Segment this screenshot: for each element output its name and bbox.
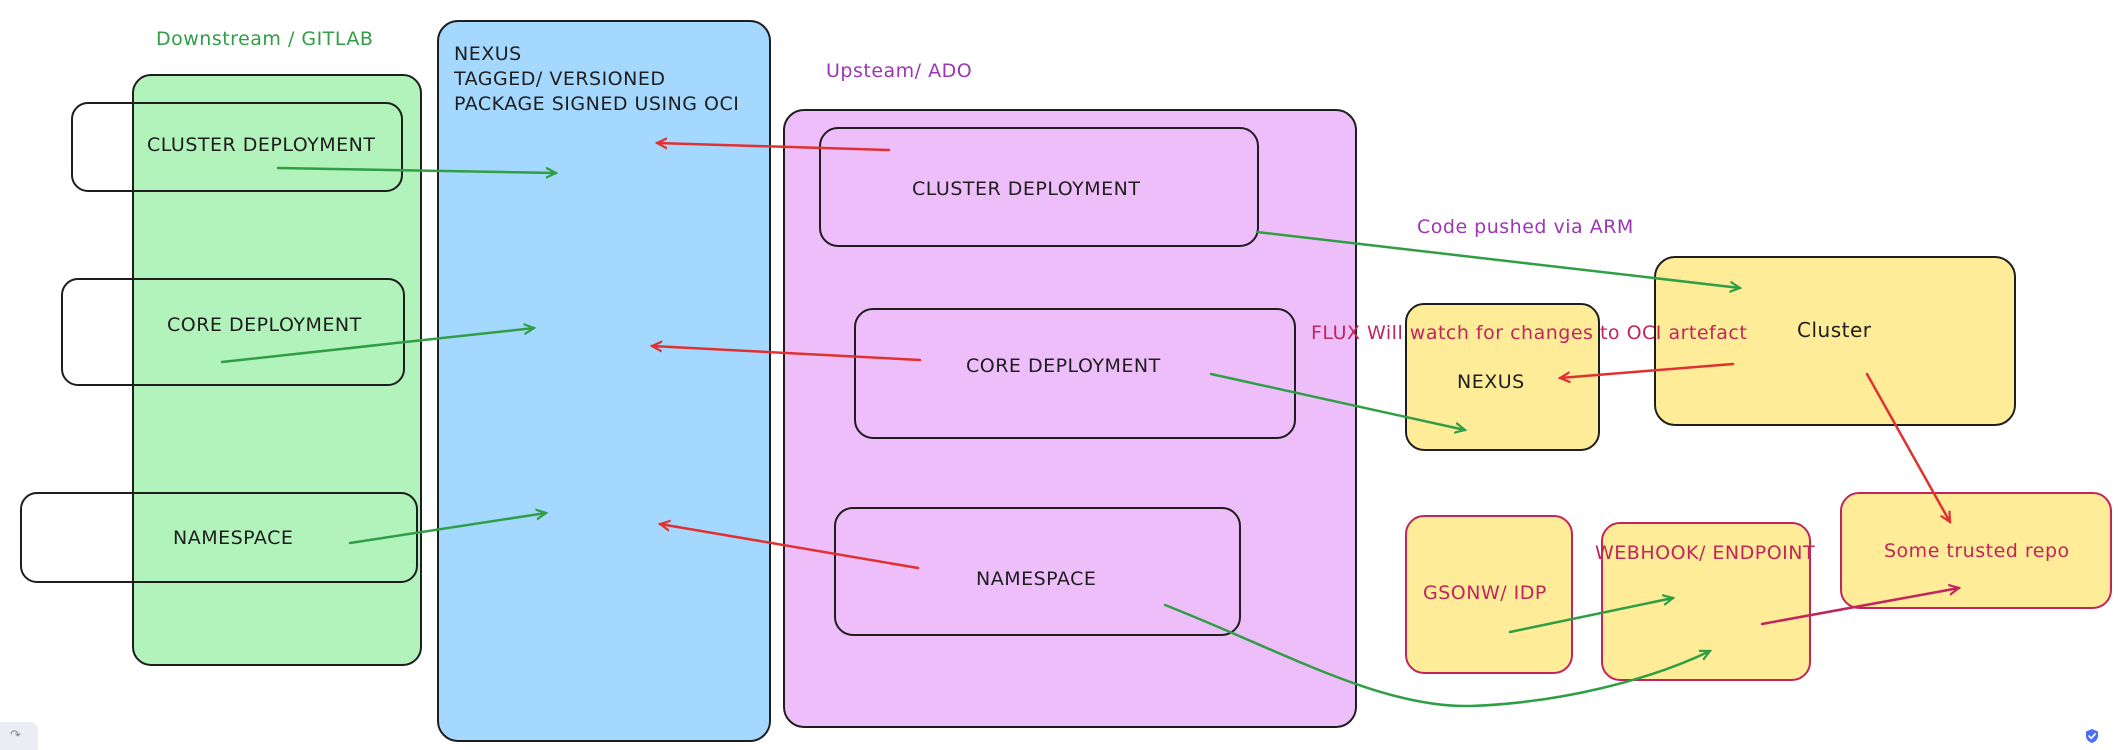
downstream-core-box[interactable] (61, 278, 405, 386)
code-pushed-note: Code pushed via ARM (1417, 216, 1634, 238)
webhook-endpoint-box[interactable] (1601, 522, 1811, 681)
arrow-us-namespace-to-webhook (1163, 603, 1710, 708)
nexus-repo-container[interactable] (437, 20, 771, 742)
shield-check-icon (2086, 729, 2098, 743)
upstream-namespace-box[interactable] (834, 507, 1241, 636)
downstream-cluster-box[interactable] (71, 102, 403, 192)
webhook-endpoint-label: WEBHOOK/ ENDPOINT (1595, 542, 1816, 564)
downstream-namespace-label: NAMESPACE (173, 527, 294, 549)
arrow-us-core-to-nexus (652, 346, 922, 362)
arrow-webhook-to-trusted-repo (1760, 588, 1959, 626)
downstream-namespace-box[interactable] (20, 492, 418, 583)
upstream-namespace-label: NAMESPACE (976, 568, 1097, 590)
downstream-container[interactable] (132, 74, 422, 666)
arrow-ds-cluster-to-nexus (276, 166, 556, 173)
arrow-us-cluster-to-nexus (657, 143, 891, 152)
trusted-repo-label: Some trusted repo (1884, 540, 2070, 562)
gsonw-idp-box[interactable] (1405, 515, 1573, 674)
arrow-us-cluster-to-cluster (1255, 230, 1740, 288)
upstream-cluster-label: CLUSTER DEPLOYMENT (912, 178, 1141, 200)
arrow-cluster-to-nexus-box (1560, 362, 1735, 378)
upstream-cluster-box[interactable] (819, 127, 1259, 247)
upstream-core-box[interactable] (854, 308, 1296, 439)
downstream-title: Downstream / GITLAB (156, 28, 374, 50)
arrow-gsonw-to-webhook (1508, 598, 1673, 634)
trusted-repo-box[interactable] (1840, 492, 2112, 609)
arrow-cluster-to-trusted-repo (1865, 372, 1952, 522)
cluster-label: Cluster (1797, 318, 1872, 342)
nexus-repo-line-3: PACKAGE SIGNED USING OCI (454, 93, 740, 115)
gsonw-idp-label: GSONW/ IDP (1423, 582, 1547, 604)
redo-button[interactable]: ↷ (0, 722, 38, 750)
flux-note: FLUX Will watch for changes to OCI artef… (1311, 322, 1748, 344)
nexus-repo-line-2: TAGGED/ VERSIONED (454, 68, 666, 90)
upstream-title: Upsteam/ ADO (826, 60, 973, 82)
nexus-box-label: NEXUS (1457, 371, 1525, 393)
downstream-core-label: CORE DEPLOYMENT (167, 314, 362, 336)
arrow-ds-core-to-nexus (220, 328, 534, 364)
arrow-us-core-to-nexus-box (1209, 372, 1465, 430)
redo-icon: ↷ (10, 728, 21, 743)
nexus-box[interactable] (1405, 303, 1600, 451)
downstream-cluster-label: CLUSTER DEPLOYMENT (147, 134, 376, 156)
upstream-core-label: CORE DEPLOYMENT (966, 355, 1161, 377)
upstream-container[interactable] (783, 109, 1357, 728)
arrow-ds-namespace-to-nexus (348, 513, 546, 545)
arrow-us-namespace-to-nexus (660, 524, 920, 570)
cluster-box[interactable] (1654, 256, 2016, 426)
nexus-repo-line-1: NEXUS (454, 43, 522, 65)
